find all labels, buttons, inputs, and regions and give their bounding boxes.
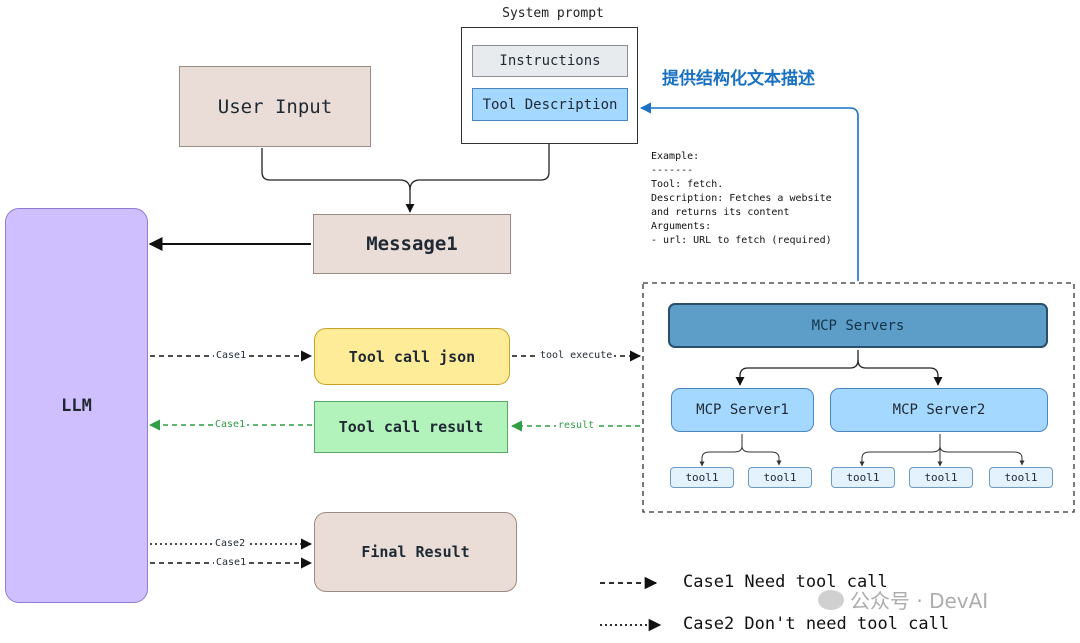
mcp-group-frame <box>642 282 1075 513</box>
edge-label-case1: Case1 <box>214 350 249 362</box>
edge-server2-to-tools <box>861 434 1022 465</box>
instructions-box: Instructions <box>472 45 628 77</box>
tool-call-json-node: Tool call json <box>314 328 510 385</box>
edge-label-tool-execute: tool execute <box>538 350 615 362</box>
watermark: 公众号 · DevAI <box>818 585 988 614</box>
edge-label-result: result <box>556 420 597 432</box>
system-prompt-title: System prompt <box>502 6 604 21</box>
tool-node: tool1 <box>831 467 895 488</box>
edge-system-to-message <box>409 144 550 191</box>
edge-server1-to-tools <box>701 434 779 465</box>
tool-call-result-node: Tool call result <box>314 401 508 453</box>
edge-label-case2: Case2 <box>213 538 248 550</box>
message1-node: Message1 <box>313 214 511 274</box>
edge-servers-to-server1 <box>735 350 859 386</box>
llm-node: LLM <box>5 208 148 603</box>
edge-mcp-to-tooldesc <box>639 102 859 281</box>
legend-case2-label: Case2 Don't need tool call <box>683 614 950 634</box>
mcp-server1-node: MCP Server1 <box>671 388 814 432</box>
legend-case1-label: Case1 Need tool call <box>683 572 888 592</box>
tool-node: tool1 <box>989 467 1053 488</box>
wechat-icon <box>818 589 844 610</box>
final-result-node: Final Result <box>314 512 517 592</box>
tool-node: tool1 <box>748 467 812 488</box>
edge-servers-to-server2 <box>857 359 943 386</box>
tool-node: tool1 <box>670 467 734 488</box>
mcp-server2-node: MCP Server2 <box>830 388 1048 432</box>
user-input-node: User Input <box>179 66 371 147</box>
tool-node: tool1 <box>909 467 973 488</box>
tool-description-box: Tool Description <box>472 88 628 121</box>
edge-label-case1-final: Case1 <box>214 557 249 569</box>
tool-example-text: Example: ------- Tool: fetch. Descriptio… <box>651 151 832 246</box>
structured-description-annotation: 提供结构化文本描述 <box>662 69 815 89</box>
mcp-servers-node: MCP Servers <box>668 303 1048 348</box>
watermark-text: 公众号 · DevAI <box>850 589 989 613</box>
edge-user-to-message <box>261 148 415 213</box>
edge-label-case1-back: Case1 <box>213 419 248 431</box>
